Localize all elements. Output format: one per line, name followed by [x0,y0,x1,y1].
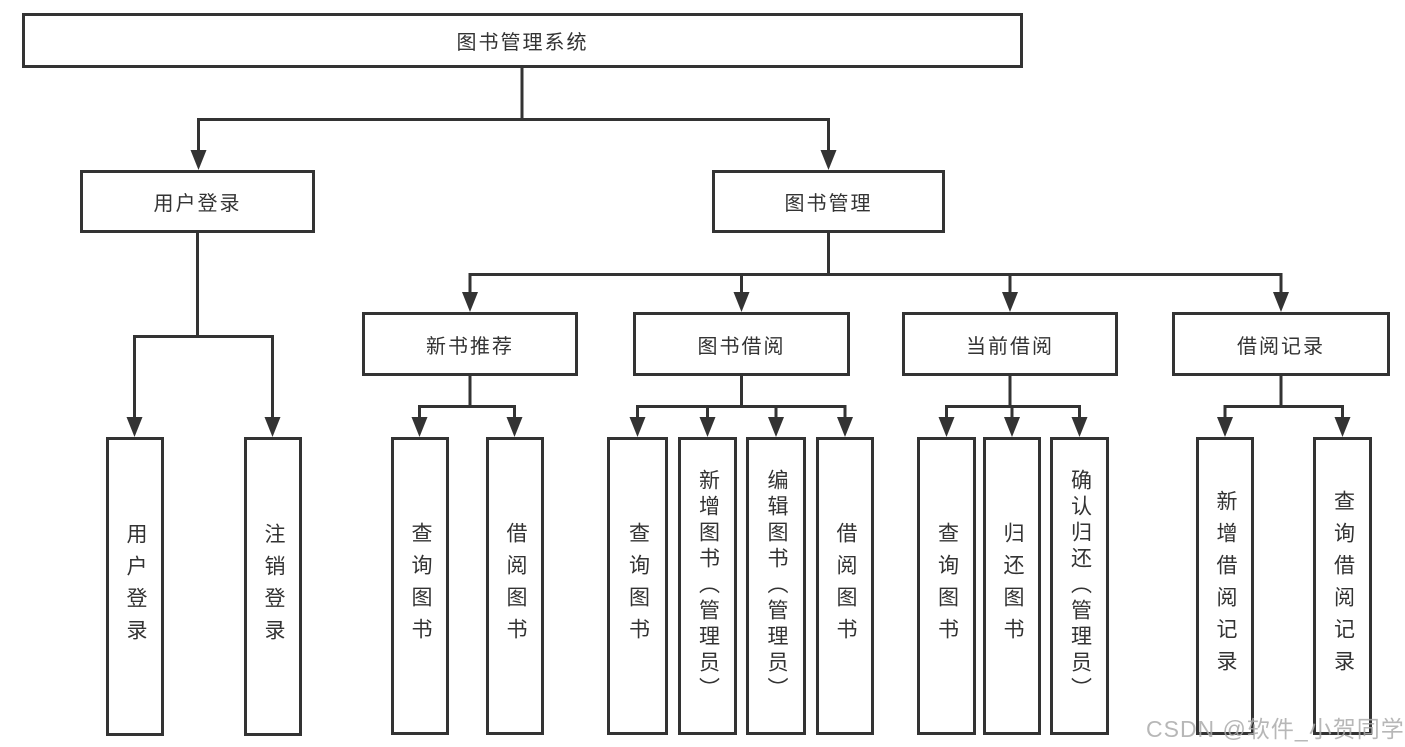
node-label: 查询借阅记录 [1331,490,1355,682]
node-leaf-query-books-1: 查询图书 [391,437,449,735]
node-label: 新增借阅记录 [1214,490,1237,682]
node-label: 查询图书 [409,522,432,650]
arrow-down [1217,417,1233,437]
node-leaf-query-books-3: 查询图书 [917,437,976,735]
node-leaf-return-books: 归还图书 [983,437,1041,735]
arrow-down [1004,417,1020,437]
arrow-down [462,292,478,312]
node-label: 借阅记录 [1237,335,1325,358]
watermark: CSDN @软件_小贺同学 [1146,716,1405,742]
node-label: 用户登录 [153,193,242,215]
node-leaf-user-login: 用户登录 [106,437,164,736]
arrow-down [768,417,784,437]
node-root: 图书管理系统 [22,13,1023,68]
node-leaf-logout: 注销登录 [244,437,302,736]
node-label: 图书借阅 [697,335,786,358]
arrow-down [1273,292,1289,312]
node-label: 借阅图书 [504,522,527,650]
connector-root [197,68,830,151]
arrow-down [411,417,428,437]
node-user-login: 用户登录 [80,170,315,233]
node-label: 查询图书 [626,522,650,650]
arrow-down [264,417,281,437]
node-book-borrow: 图书借阅 [633,312,850,376]
node-label: 用户登录 [124,522,147,651]
arrow-down [837,417,853,437]
node-current-borrow: 当前借阅 [902,312,1118,376]
node-label: 新增图书（管理员） [696,469,720,703]
node-label: 查询图书 [935,522,959,650]
connector-borrow-records [1223,375,1344,418]
node-label: 图书管理 [784,193,873,215]
arrow-down [126,417,143,437]
arrow-down [506,417,523,437]
arrow-down [820,150,837,170]
arrow-down [629,417,646,437]
arrow-down [699,417,716,437]
arrow-down [733,292,750,312]
arrow-down [1071,417,1088,437]
node-leaf-borrow-books-2: 借阅图书 [816,437,874,735]
node-leaf-confirm-return-admin: 确认归还（管理员） [1050,437,1109,735]
node-label: 编辑图书（管理员） [765,469,788,703]
node-label: 当前借阅 [966,335,1054,358]
node-leaf-add-borrow-record: 新增借阅记录 [1196,437,1254,735]
connector-current-borrow [945,375,1081,418]
arrow-down [938,417,955,437]
connector-book-borrow [636,375,847,418]
connector-new-books [418,375,516,418]
node-leaf-borrow-books-1: 借阅图书 [486,437,544,735]
node-label: 归还图书 [1001,522,1024,650]
node-new-books: 新书推荐 [362,312,578,376]
node-label: 确认归还（管理员） [1068,469,1092,703]
node-label: 借阅图书 [834,522,857,650]
node-leaf-query-borrow-record: 查询借阅记录 [1313,437,1372,735]
node-book-mgmt: 图书管理 [712,170,945,233]
node-leaf-add-books-admin: 新增图书（管理员） [678,437,737,735]
arrow-down [1334,417,1351,437]
arrow-down [1002,292,1018,312]
node-leaf-edit-books-admin: 编辑图书（管理员） [746,437,806,735]
node-leaf-query-books-2: 查询图书 [607,437,668,735]
connector-user-login [133,232,274,418]
node-label: 图书管理系统 [456,32,589,54]
node-label: 注销登录 [262,522,285,651]
connector-book-mgmt [468,232,1283,293]
arrow-down [190,150,207,170]
node-label: 新书推荐 [426,335,514,358]
node-borrow-records: 借阅记录 [1172,312,1390,376]
